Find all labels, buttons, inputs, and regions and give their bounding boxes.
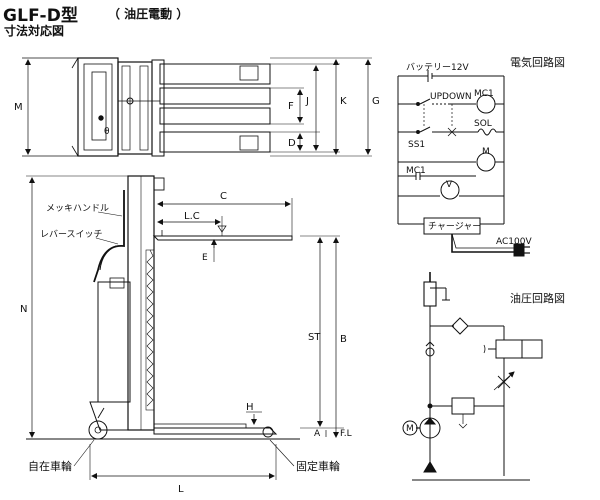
dim-n-label: N: [20, 304, 27, 315]
dim-d-label: D: [288, 138, 296, 149]
pump-motor-label: M: [406, 424, 414, 434]
dim-f-label: F: [288, 101, 294, 112]
battery-label: バッテリー12V: [406, 62, 469, 73]
dim-j-label: J: [305, 96, 309, 107]
model-subtitle: （ 油圧電動 ）: [108, 7, 189, 21]
dim-fl-label: F.L: [340, 429, 352, 439]
sol-label: SOL: [474, 119, 492, 129]
dim-b-label: B: [340, 334, 347, 345]
plated-handle-label: メッキハンドル: [46, 204, 109, 214]
section-title: 寸法対応図: [4, 24, 65, 38]
dim-l-label: L: [178, 484, 184, 495]
charger-label: チャージャー: [428, 221, 481, 232]
side-view: [26, 175, 344, 480]
fixed-wheel-label: 固定車輪: [296, 459, 340, 473]
electric-circuit: [397, 70, 530, 257]
top-view: [22, 57, 372, 157]
electric-circuit-title: 電気回路図: [510, 55, 565, 69]
mc1-contact-label: MC1: [406, 166, 426, 176]
dim-e-label: E: [202, 253, 208, 263]
dim-h-label: H: [246, 402, 254, 413]
dim-a-label: A: [314, 429, 321, 439]
theta-label: θ: [104, 127, 110, 137]
hydraulic-circuit: [402, 272, 543, 481]
dim-k-label: K: [340, 96, 347, 107]
ac-label: AC100V: [496, 237, 532, 247]
dim-c-label: C: [220, 191, 227, 202]
ss1-label: SS1: [408, 140, 425, 150]
mc1-coil-label: MC1: [474, 89, 494, 99]
dim-m-label: M: [14, 102, 23, 113]
model-title: GLF-D型: [3, 6, 79, 26]
dim-lc-label: L.C: [184, 211, 200, 222]
motor-label: M: [482, 147, 490, 157]
swivel-wheel-label: 自在車輪: [28, 459, 72, 473]
dim-g-label: G: [372, 96, 380, 107]
updown-label: UPDOWN: [430, 92, 472, 102]
voltmeter-label: V: [446, 180, 453, 190]
dim-st-label: ST: [308, 332, 321, 343]
hydraulic-circuit-title: 油圧回路図: [510, 291, 565, 305]
lever-switch-label: レバースイッチ: [40, 229, 103, 240]
